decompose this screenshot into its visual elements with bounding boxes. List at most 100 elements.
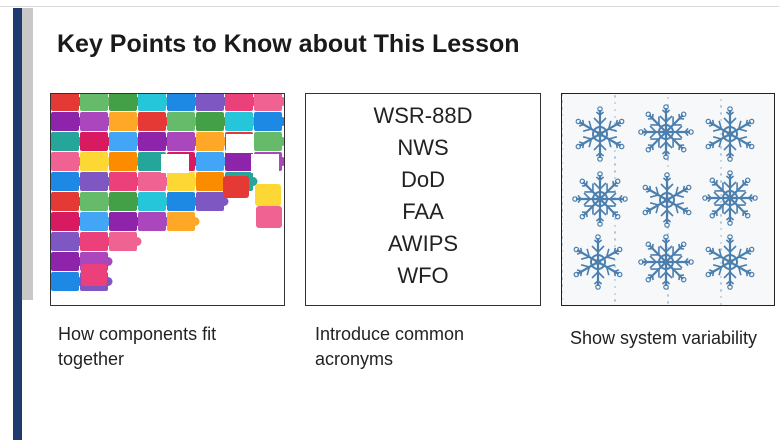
snow-speck: [562, 216, 563, 218]
snow-speck: [614, 225, 616, 227]
snow-speck: [614, 286, 616, 288]
snowflakes-icon: [562, 94, 758, 305]
snow-speck: [562, 101, 563, 103]
snow-speck: [667, 295, 669, 297]
snow-speck: [614, 95, 616, 97]
puzzle-knob: [277, 117, 284, 126]
acronyms-card: WSR-88D NWS DoD FAA AWIPS WFO: [305, 93, 541, 306]
snow-speck: [720, 248, 722, 250]
snow-speck: [614, 279, 616, 281]
puzzle-piece: [51, 172, 79, 191]
snow-speck: [720, 112, 722, 114]
snow-speck: [667, 145, 669, 147]
puzzle-piece: [109, 212, 137, 231]
snow-speck: [562, 155, 563, 157]
snow-speck: [614, 300, 616, 302]
puzzle-piece: [138, 112, 166, 131]
snow-speck: [720, 242, 722, 244]
snow-speck: [720, 105, 722, 107]
snow-speck: [614, 299, 616, 301]
top-divider: [0, 6, 779, 7]
acronym-item: WFO: [397, 263, 449, 288]
snow-speck: [720, 133, 722, 135]
puzzle-card: [50, 93, 285, 306]
puzzle-piece: [109, 132, 137, 151]
puzzle-knob: [277, 157, 284, 166]
acronym-item: DoD: [400, 167, 445, 192]
snow-speck: [562, 176, 563, 178]
snow-speck: [562, 108, 563, 110]
acronym-item: WSR-88D: [373, 103, 473, 128]
puzzle-piece: [51, 192, 79, 211]
snow-speck: [562, 244, 563, 246]
puzzle-piece: [138, 132, 166, 151]
puzzle-piece: [109, 112, 137, 131]
snow-speck: [614, 122, 616, 124]
snow-speck: [562, 291, 563, 293]
snow-speck: [720, 296, 722, 298]
snow-speck: [562, 250, 563, 252]
puzzle-piece: [109, 232, 137, 251]
snow-speck: [562, 121, 563, 123]
snow-speck: [667, 302, 669, 304]
puzzle-pieces-icon: [51, 94, 284, 291]
puzzle-knob: [132, 237, 142, 246]
snow-speck: [562, 237, 563, 239]
snow-speck: [720, 113, 722, 115]
snow-speck: [720, 201, 722, 203]
snow-speck: [720, 283, 722, 285]
snow-speck: [720, 235, 722, 237]
page-title: Key Points to Know about This Lesson: [57, 30, 520, 58]
snow-speck: [667, 301, 669, 303]
snow-speck: [562, 264, 563, 266]
left-accent-bar-gray: [22, 8, 33, 300]
puzzle-piece: [80, 132, 108, 151]
snow-speck: [720, 214, 722, 216]
snow-speck: [720, 221, 722, 223]
puzzle-piece: [51, 212, 79, 231]
snow-speck: [562, 114, 563, 116]
snow-speck: [720, 215, 722, 217]
puzzle-knob: [277, 97, 284, 106]
snow-speck: [720, 160, 722, 162]
puzzle-piece: [51, 272, 79, 291]
puzzle-piece: [80, 112, 108, 131]
snowflake: [572, 171, 628, 227]
snow-speck: [562, 142, 563, 144]
snow-speck: [667, 159, 669, 161]
puzzle-piece-loose: [223, 176, 249, 198]
snow-speck: [562, 278, 563, 280]
puzzle-knob: [219, 197, 229, 206]
snow-speck: [720, 276, 722, 278]
snow-speck: [720, 153, 722, 155]
acronym-item: NWS: [397, 135, 449, 160]
snow-speck: [562, 162, 563, 164]
snow-speck: [720, 228, 722, 230]
snow-speck: [720, 249, 722, 251]
snow-speck: [720, 167, 722, 169]
snow-speck: [614, 293, 616, 295]
snow-speck: [720, 180, 722, 182]
puzzle-piece: [138, 94, 166, 111]
puzzle-piece: [51, 132, 79, 151]
puzzle-knob: [103, 257, 113, 266]
puzzle-piece: [254, 94, 282, 111]
snow-speck: [720, 303, 722, 305]
snow-speck: [720, 282, 722, 284]
snow-speck: [562, 196, 563, 198]
puzzle-gap: [251, 154, 279, 173]
puzzle-piece: [167, 212, 195, 231]
snow-speck: [614, 231, 616, 233]
puzzle-piece: [51, 94, 79, 111]
snowflake: [573, 234, 623, 290]
snow-speck: [720, 106, 722, 108]
puzzle-piece-loose: [81, 264, 107, 286]
puzzle-piece: [167, 192, 195, 211]
snow-speck: [720, 99, 722, 101]
snowflake: [705, 234, 755, 290]
puzzle-piece: [167, 132, 195, 151]
snow-speck: [720, 181, 722, 183]
snow-speck: [562, 285, 563, 287]
puzzle-piece: [80, 212, 108, 231]
snow-speck: [614, 266, 616, 268]
